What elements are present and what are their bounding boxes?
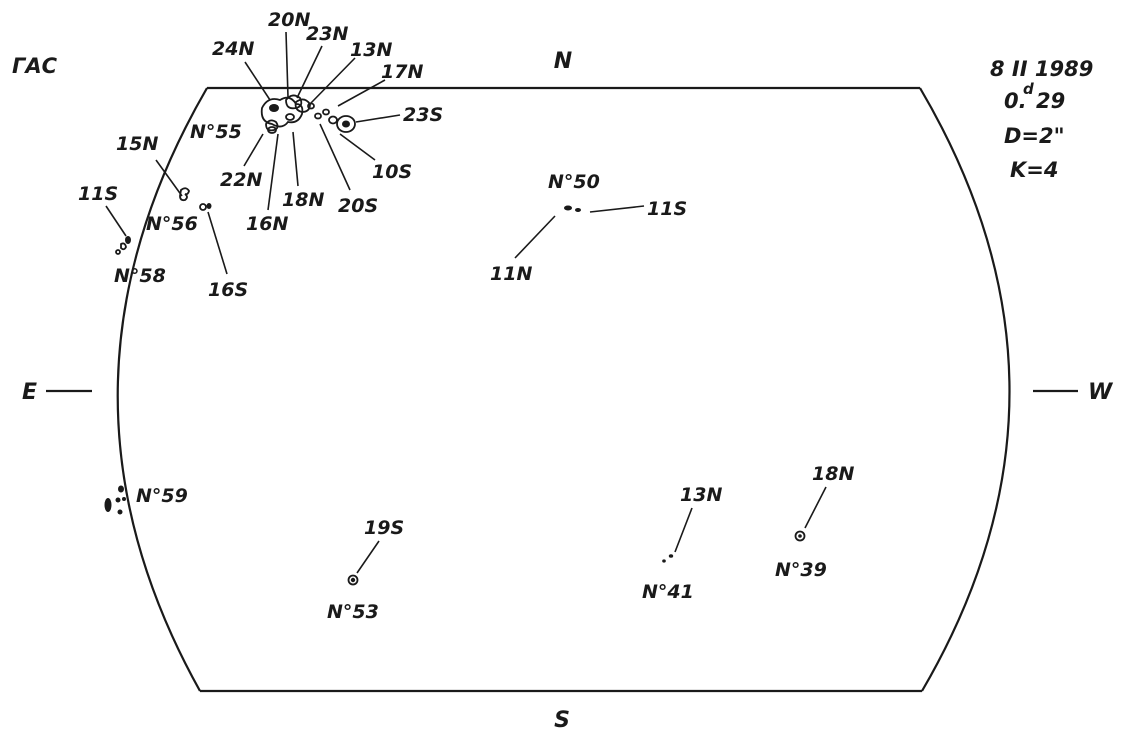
lat-23N: 23N — [306, 23, 348, 45]
group-53-spots — [347, 574, 359, 586]
disk-west-limb — [919, 87, 1011, 692]
lat-16N: 16N — [246, 213, 288, 235]
lat-24N: 24N — [212, 38, 254, 60]
lat-22N: 22N — [220, 169, 262, 191]
group-39-label: N°39 — [775, 559, 827, 581]
group-55-label: N°55 — [190, 121, 242, 143]
lat-13N-low: 13N — [680, 484, 722, 506]
group-58-label: N°58 — [114, 265, 166, 287]
lat-11N: 11N — [490, 263, 532, 285]
lat-16S: 16S — [208, 279, 248, 301]
group-39-spots — [794, 530, 806, 542]
time-main: 0. — [1004, 89, 1027, 113]
group-55-leaders — [243, 31, 401, 211]
coefficient-label: K=4 — [1010, 158, 1058, 182]
group-41-label: N°41 — [642, 581, 694, 603]
lat-11N-leader — [514, 215, 556, 259]
group-58-spots — [115, 236, 131, 255]
lat-11S-left: 11S — [78, 183, 118, 205]
west-label: W — [1088, 380, 1114, 405]
group-53-label: N°53 — [327, 601, 379, 623]
group-50-spots — [564, 205, 581, 212]
group-41-spots — [662, 554, 674, 563]
observation-date: 8 II 1989 — [990, 57, 1093, 81]
lat-15N-leader — [155, 159, 183, 197]
north-label: N — [554, 49, 572, 74]
disk-east-limb — [116, 87, 208, 692]
group-55-spots — [260, 94, 356, 134]
lat-18N-top: 18N — [282, 189, 324, 211]
east-label: E — [22, 380, 37, 405]
lat-15N: 15N — [116, 133, 158, 155]
group-59-spots — [104, 485, 126, 515]
lat-17N: 17N — [381, 61, 423, 83]
south-label: S — [554, 708, 570, 733]
lat-18N-low: 18N — [812, 463, 854, 485]
time-rest: 29 — [1036, 89, 1065, 113]
lat-13N-top: 13N — [350, 39, 392, 61]
lat-18N-low-leader — [804, 486, 827, 529]
time-sup: d — [1023, 80, 1034, 98]
lat-20N: 20N — [268, 9, 310, 31]
resolution-label: D=2" — [1004, 124, 1065, 148]
group-59-label: N°59 — [136, 485, 188, 507]
observation-time: 0. d 29 — [1004, 80, 1065, 113]
lat-11S-right: 11S — [647, 198, 687, 220]
lat-19S-leader — [356, 540, 380, 574]
lat-11S-right-leader — [589, 205, 645, 213]
lat-11S-left-leader — [105, 205, 127, 237]
group-56-spots — [179, 187, 212, 211]
lat-20S: 20S — [338, 195, 378, 217]
lat-19S: 19S — [364, 517, 404, 539]
lat-16S-leader — [207, 211, 228, 275]
group-50-label: N°50 — [548, 171, 600, 193]
lat-13N-low-leader — [674, 507, 693, 553]
lat-23S: 23S — [403, 104, 443, 126]
observatory-label: ГАС — [12, 54, 58, 78]
group-56-label: N°56 — [146, 213, 198, 235]
lat-10S: 10S — [372, 161, 412, 183]
